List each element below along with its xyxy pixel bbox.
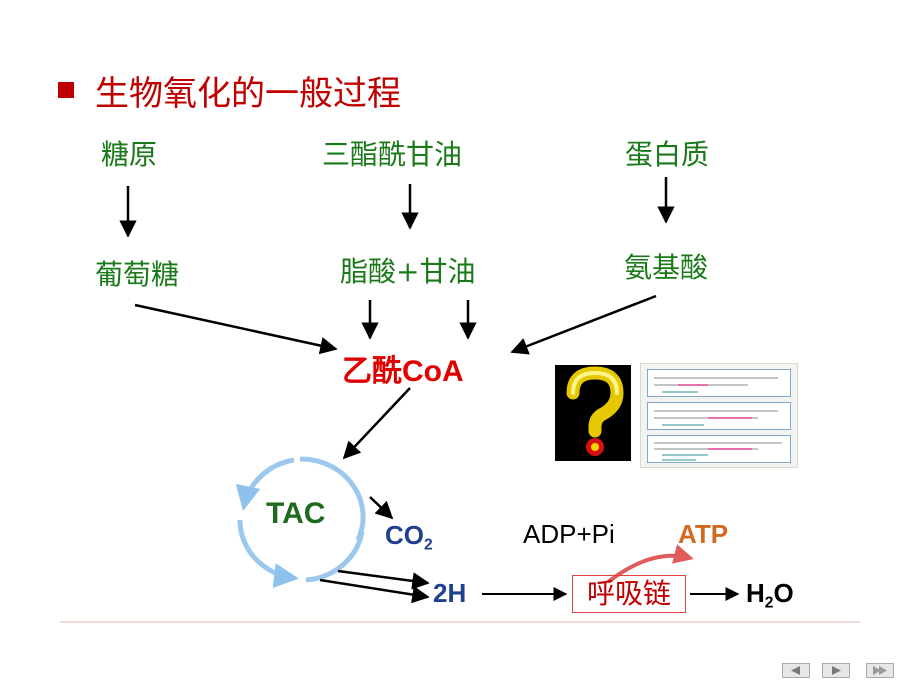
adp-pi-label: ADP+Pi bbox=[523, 519, 615, 549]
respiratory-chain-box: 呼吸链 bbox=[572, 575, 686, 613]
next-slide-icon bbox=[832, 666, 841, 675]
tac-label: TAC bbox=[266, 497, 326, 530]
prev-slide-icon bbox=[791, 666, 800, 675]
thumbnail-item bbox=[647, 369, 791, 397]
title-bullet bbox=[58, 82, 74, 98]
intermediate-glucose: 葡萄糖 bbox=[95, 258, 180, 291]
co2-label: CO2 bbox=[385, 520, 433, 554]
intermediate-amino-acid: 氨基酸 bbox=[624, 251, 709, 284]
arrow-amino-acid-acetyl bbox=[510, 294, 657, 355]
arrow-cycle-co2 bbox=[369, 496, 394, 520]
arrow-acetyl-cycle bbox=[342, 387, 411, 460]
source-protein: 蛋白质 bbox=[625, 138, 710, 171]
two-h-label: 2H bbox=[433, 578, 467, 608]
thumbnail-item bbox=[647, 435, 791, 463]
slide-title: 生物氧化的一般过程 bbox=[95, 74, 401, 114]
arrow-cycle-2h-a bbox=[337, 569, 430, 590]
source-triglyceride: 三酯酰甘油 bbox=[322, 138, 463, 171]
arrow-glucose-acetyl bbox=[134, 303, 338, 355]
source-glycogen: 糖原 bbox=[101, 138, 158, 171]
end-slide-icon bbox=[873, 666, 887, 675]
atp-label: ATP bbox=[678, 519, 729, 549]
thumbnail-item bbox=[647, 402, 791, 430]
acetyl-coa-label: 乙酰CoA bbox=[342, 355, 464, 388]
question-thumbnail-panel bbox=[640, 363, 798, 468]
end-slide-button[interactable] bbox=[866, 663, 894, 678]
h2o-label: H2O bbox=[746, 578, 794, 612]
tac-cycle bbox=[235, 456, 366, 588]
next-slide-button[interactable] bbox=[822, 663, 850, 678]
arrow-cycle-2h-b bbox=[319, 578, 430, 604]
intermediate-fatty-acid-glycerol: 脂酸+甘油 bbox=[340, 255, 476, 288]
prev-slide-button[interactable] bbox=[782, 663, 810, 678]
question-mark-icon bbox=[555, 365, 631, 461]
